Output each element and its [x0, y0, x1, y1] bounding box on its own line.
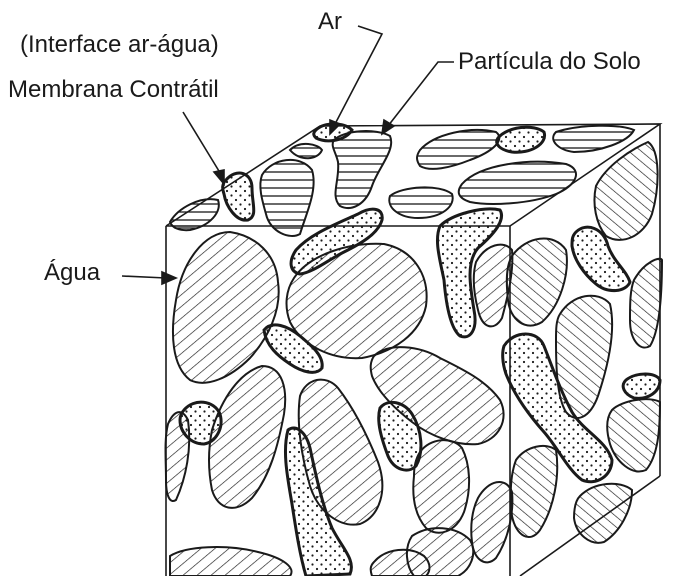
top-particle [290, 144, 322, 158]
arrow-particula-line [388, 62, 454, 126]
front-particle [170, 547, 292, 576]
top-particle [459, 162, 576, 204]
top-particle-dotted [223, 173, 254, 220]
side-particle [594, 142, 657, 240]
front-particle [173, 232, 279, 383]
side-particle [630, 259, 662, 348]
label-interface-ar-agua: (Interface ar-água) [20, 31, 219, 59]
front-particle [407, 528, 473, 576]
top-particle [417, 130, 499, 169]
cube-front-face [166, 209, 513, 576]
side-particle [507, 239, 567, 326]
arrow-agua-head [162, 272, 176, 284]
front-particle [209, 366, 285, 508]
label-membrana-contratil: Membrana Contrátil [8, 76, 219, 104]
arrow-membrana-line [183, 112, 222, 176]
leader-arrows [122, 26, 454, 284]
top-particle [333, 131, 392, 208]
label-particula-do-solo: Partícula do Solo [458, 48, 641, 76]
arrow-ar-line [334, 26, 382, 126]
front-particle [474, 245, 513, 327]
label-ar: Ar [318, 8, 342, 36]
side-particle [511, 446, 557, 537]
side-particle [607, 399, 660, 471]
cube-top-face [170, 124, 634, 236]
front-particle [471, 482, 512, 562]
label-agua: Água [44, 259, 100, 287]
side-particle-dotted [623, 374, 660, 398]
arrow-agua-line [122, 276, 166, 278]
side-particle [574, 484, 632, 543]
arrow-particula-head [382, 120, 394, 134]
top-particle [260, 160, 313, 236]
front-particle-dotted [180, 402, 221, 444]
arrow-membrana-head [214, 170, 224, 184]
top-particle [553, 126, 634, 152]
top-particle [389, 187, 452, 218]
top-particle-dotted [497, 127, 545, 152]
